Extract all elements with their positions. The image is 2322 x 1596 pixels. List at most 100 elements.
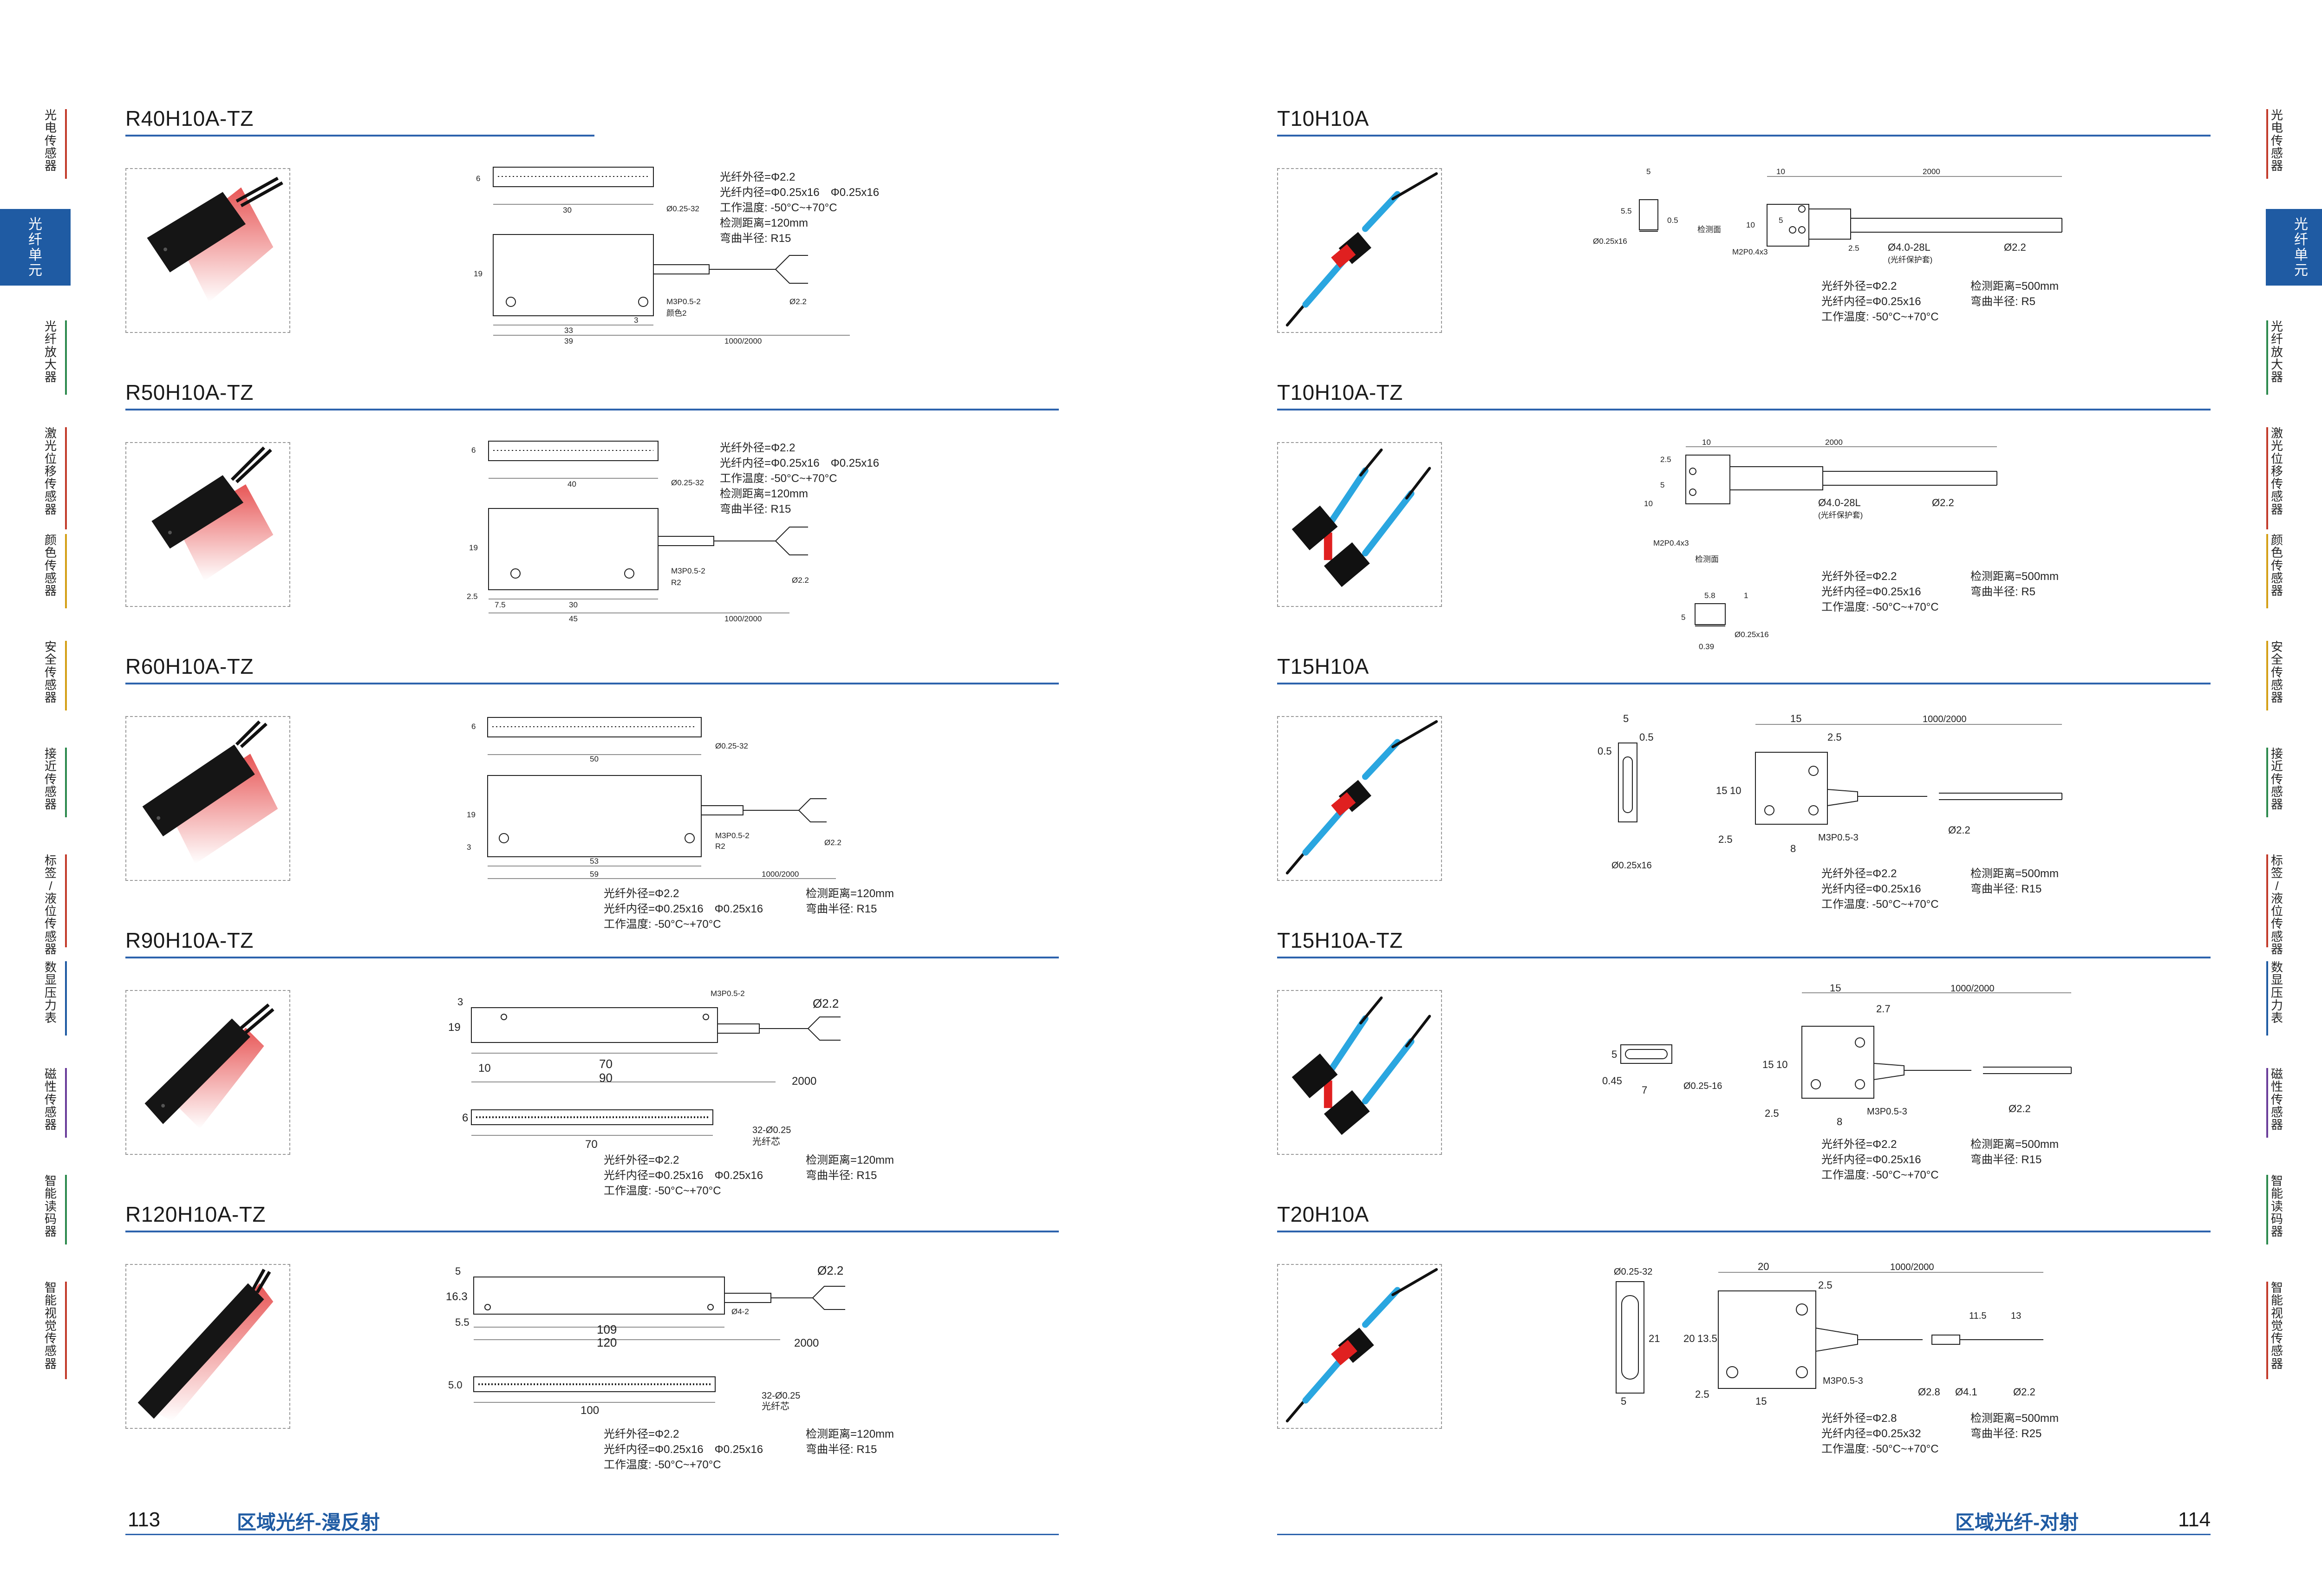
side-tab[interactable]: 智能读码器 — [45, 1174, 57, 1239]
side-tab[interactable]: 接近传感器 — [45, 747, 57, 812]
svg-text:M3P0.5-2: M3P0.5-2 — [711, 989, 745, 998]
svg-text:Ø2.2: Ø2.2 — [824, 838, 841, 847]
product-photo-t10tz — [1277, 442, 1442, 607]
svg-text:2.5: 2.5 — [1695, 1388, 1709, 1400]
side-tab-active[interactable]: 光纤单元 — [0, 209, 71, 286]
svg-text:2000: 2000 — [1825, 438, 1843, 447]
side-tab[interactable]: 磁性传感器 — [2271, 1067, 2283, 1132]
svg-text:5.8: 5.8 — [1704, 591, 1715, 600]
side-tab[interactable]: 标签/液位传感器 — [2271, 853, 2283, 957]
side-tab-color-bar — [65, 109, 67, 179]
section-rule — [125, 683, 1059, 684]
side-tab[interactable]: 智能视觉传感器 — [2271, 1281, 2283, 1371]
side-tab-color-bar — [65, 534, 67, 608]
product-title-t10tz: T10H10A-TZ — [1277, 380, 1403, 404]
svg-text:(光纤保护套): (光纤保护套) — [1818, 511, 1863, 520]
technical-drawing-r120: 5 16.3 5.5 109 120 2000 Ø4-2 Ø2.2 5.0 10… — [446, 1264, 845, 1417]
svg-text:Ø2.8: Ø2.8 — [1918, 1386, 1940, 1398]
svg-text:2000: 2000 — [794, 1337, 819, 1349]
side-tab[interactable]: 光电传感器 — [45, 108, 57, 173]
svg-text:Ø0.25x16: Ø0.25x16 — [1611, 860, 1652, 871]
svg-text:19: 19 — [448, 1021, 461, 1034]
side-tab[interactable]: 光纤放大器 — [2271, 319, 2283, 384]
footer-rule — [125, 1534, 1059, 1535]
svg-text:19: 19 — [467, 810, 476, 819]
svg-text:M3P0.5-3: M3P0.5-3 — [1818, 833, 1859, 843]
technical-drawing-r40: 30 19 33 39 3 1000/2000 Ø0.25-32 M3P0.5-… — [474, 167, 850, 345]
product-photo-r90 — [125, 990, 290, 1155]
side-tab-color-bar — [2266, 534, 2268, 608]
svg-text:45: 45 — [569, 614, 578, 623]
technical-drawing-t10tz: 10 2000 2.5 5 10 Ø4.0-28L (光纤保护套) Ø2.2 M… — [1644, 438, 1997, 651]
svg-text:Ø2.2: Ø2.2 — [2009, 1103, 2031, 1114]
product-title-r50: R50H10A-TZ — [125, 380, 254, 404]
svg-text:5.5: 5.5 — [1621, 207, 1632, 215]
side-tab[interactable]: 颜色传感器 — [45, 533, 57, 598]
technical-drawing-r50: 40 19 30 45 7.5 2.5 1000/2000 Ø0.25-32 M… — [467, 441, 809, 623]
svg-text:30: 30 — [569, 600, 578, 609]
svg-text:53: 53 — [590, 857, 599, 866]
svg-text:20: 20 — [1758, 1261, 1769, 1272]
product-photo-t20 — [1277, 1264, 1442, 1429]
side-tab-color-bar — [65, 961, 67, 1036]
side-tab[interactable]: 标签/液位传感器 — [45, 853, 57, 957]
side-tab[interactable]: 安全传感器 — [2271, 640, 2283, 705]
side-tab-color-bar — [65, 641, 67, 710]
side-tab[interactable]: 激光位移传感器 — [2271, 426, 2283, 516]
svg-text:Ø4.0-28L: Ø4.0-28L — [1888, 241, 1931, 253]
svg-text:Ø2.2: Ø2.2 — [789, 297, 807, 306]
technical-drawing-t15tz: 5 0.45 7 Ø0.25-16 15 1000/2000 2.7 15 10… — [1602, 984, 2072, 1127]
svg-text:R2: R2 — [715, 842, 725, 851]
side-tab[interactable]: 数显压力表 — [45, 960, 57, 1025]
side-tab-active[interactable]: 光纤单元 — [2266, 209, 2322, 286]
svg-text:2000: 2000 — [1923, 167, 1940, 176]
svg-text:5.5: 5.5 — [455, 1316, 470, 1328]
svg-text:90: 90 — [599, 1071, 613, 1085]
svg-text:19: 19 — [469, 543, 478, 552]
side-tab[interactable]: 磁性传感器 — [45, 1067, 57, 1132]
svg-text:0.39: 0.39 — [1699, 642, 1714, 651]
svg-text:32-Ø0.25: 32-Ø0.25 — [752, 1125, 791, 1135]
svg-text:15: 15 — [1830, 984, 1841, 994]
svg-text:15: 15 — [1790, 713, 1801, 724]
svg-text:检测面: 检测面 — [1695, 555, 1719, 564]
svg-text:M2P0.4x3: M2P0.4x3 — [1732, 248, 1768, 256]
side-tab[interactable]: 颜色传感器 — [2271, 533, 2283, 598]
side-tab[interactable]: 激光位移传感器 — [45, 426, 57, 516]
svg-text:Ø2.2: Ø2.2 — [2013, 1386, 2035, 1398]
svg-text:6: 6 — [471, 722, 476, 731]
svg-text:6: 6 — [462, 1112, 468, 1124]
svg-text:1: 1 — [1744, 591, 1748, 600]
svg-text:Ø2.2: Ø2.2 — [1932, 497, 1954, 508]
svg-text:3: 3 — [467, 843, 471, 852]
svg-text:50: 50 — [590, 755, 599, 763]
side-tab[interactable]: 智能视觉传感器 — [45, 1281, 57, 1371]
side-tab[interactable]: 光纤放大器 — [45, 319, 57, 384]
side-tab[interactable]: 安全传感器 — [45, 640, 57, 705]
svg-text:5.0: 5.0 — [448, 1379, 463, 1391]
svg-text:Ø0.25x16: Ø0.25x16 — [1735, 630, 1769, 639]
product-title-r120: R120H10A-TZ — [125, 1202, 266, 1226]
svg-text:100: 100 — [580, 1404, 599, 1417]
svg-text:21: 21 — [1649, 1333, 1660, 1344]
svg-text:2.5: 2.5 — [1765, 1107, 1779, 1119]
side-tab[interactable]: 接近传感器 — [2271, 747, 2283, 812]
side-tab[interactable]: 光电传感器 — [2271, 108, 2283, 173]
section-rule — [125, 409, 1059, 410]
svg-text:16.3: 16.3 — [446, 1290, 468, 1303]
product-title-t15tz: T15H10A-TZ — [1277, 928, 1403, 952]
svg-text:13.5: 13.5 — [1697, 1333, 1717, 1344]
product-title-t10: T10H10A — [1277, 106, 1369, 130]
product-photo-t10 — [1277, 168, 1442, 333]
page-number-left: 113 — [128, 1508, 161, 1531]
side-tab[interactable]: 数显压力表 — [2271, 960, 2283, 1025]
section-rule — [125, 1231, 1059, 1232]
side-tab[interactable]: 智能读码器 — [2271, 1174, 2283, 1239]
